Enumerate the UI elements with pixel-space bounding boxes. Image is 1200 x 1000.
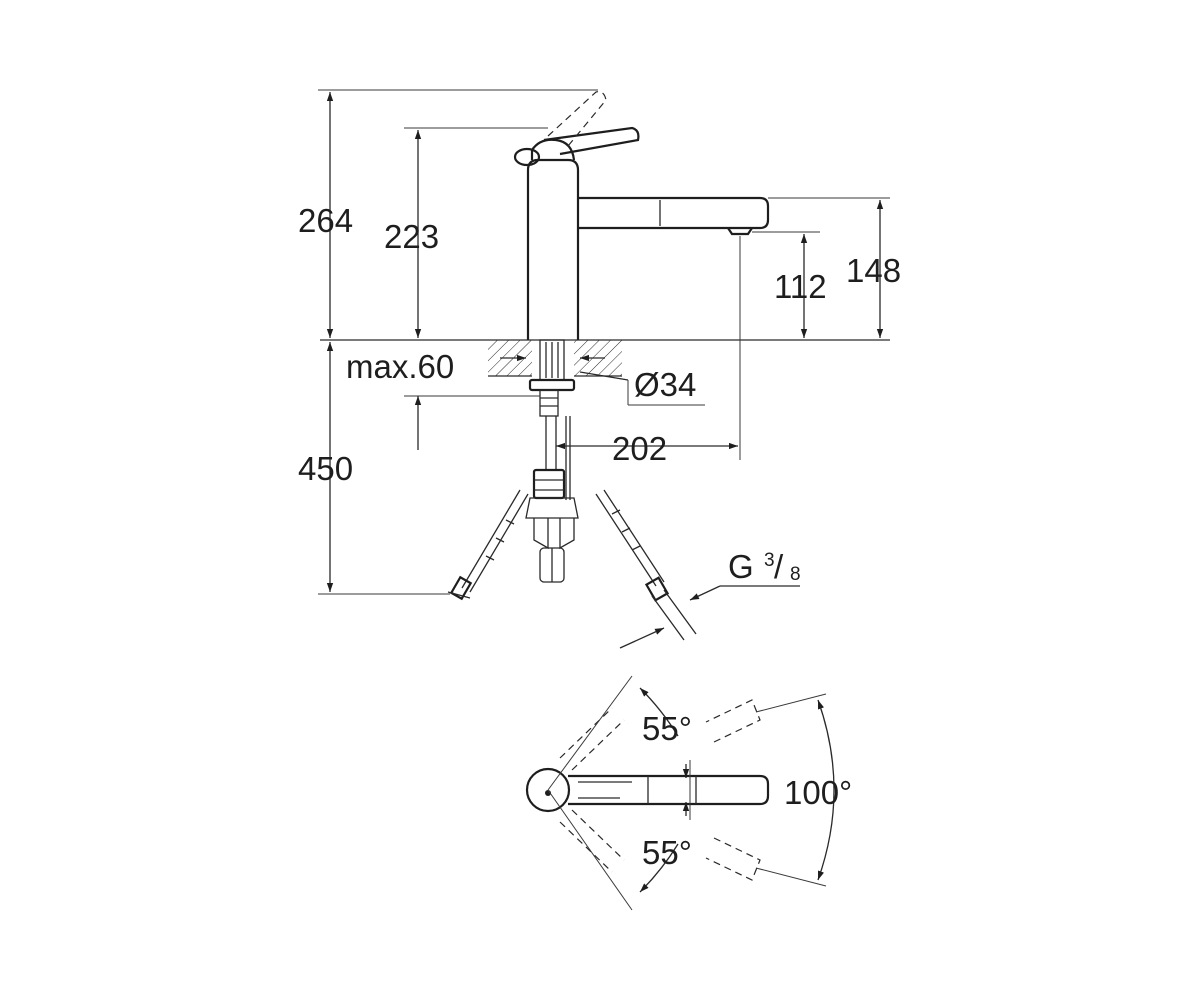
dimension-lines	[318, 89, 890, 649]
mounting-assembly	[447, 339, 697, 641]
dim-thread-denominator: 8	[790, 564, 801, 585]
dim-max-thickness: max.60	[346, 348, 454, 385]
dimension-labels: 264 223 148 112 max.60 Ø34 450 202 G 3 /…	[298, 202, 901, 871]
dim-thread-slash: /	[774, 548, 784, 585]
dim-spout-reach: 202	[612, 430, 667, 467]
dim-spout-height: 148	[846, 252, 901, 289]
countertop-section	[320, 339, 890, 377]
angle-swivel-total: 100°	[784, 774, 852, 811]
angle-swivel-left: 55°	[642, 710, 692, 747]
faucet-body	[513, 91, 770, 340]
dim-thread-g: G	[728, 548, 754, 585]
top-view-swivel	[525, 675, 835, 911]
dim-lever-height: 223	[384, 218, 439, 255]
angle-swivel-right: 55°	[642, 834, 692, 871]
dim-hole-diameter: Ø34	[634, 366, 696, 403]
dim-outlet-height: 112	[774, 268, 827, 305]
dim-total-height: 264	[298, 202, 353, 239]
dim-below-counter: 450	[298, 450, 353, 487]
dim-thread-numerator: 3	[764, 550, 775, 571]
